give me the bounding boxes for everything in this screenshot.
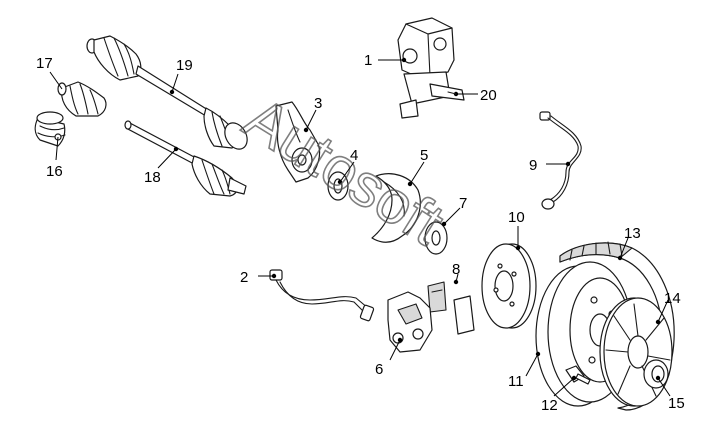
part-20-mounting-bracket [447,91,457,95]
part-2-brake-hose [269,269,375,322]
part-16-boot [34,111,66,147]
callout-6: 6 [375,361,383,378]
part-15-center-cap [643,359,669,389]
callout-3: 3 [314,95,322,112]
callout-19: 19 [176,57,193,74]
part-7-hub [424,221,448,255]
callout-17: 17 [36,55,53,72]
callout-labels: 1 2 3 4 5 6 7 8 9 10 11 12 13 14 15 16 1… [36,52,685,414]
callout-5: 5 [420,147,428,164]
callout-20: 20 [480,87,497,104]
callout-4: 4 [350,147,358,164]
part-8-brake-pads [427,279,475,335]
callout-11: 11 [508,373,524,390]
callout-12: 12 [541,397,558,414]
watermark-text: Autosoft [233,84,455,258]
callout-15: 15 [668,395,685,412]
part-19-drive-shaft-upper [86,35,248,150]
part-1-abs-modulator [397,17,465,119]
callout-1: 1 [364,52,372,69]
part-9-abs-sensor-cable [539,111,582,210]
callout-10: 10 [508,209,525,226]
callout-leaders [49,59,671,397]
callout-7: 7 [459,195,467,212]
part-10-brake-disc [481,243,537,329]
callout-14: 14 [664,290,681,307]
callout-13: 13 [624,225,641,242]
watermark: Autosoft [232,83,456,258]
callout-16: 16 [46,163,63,180]
part-12-wheel-bolt [565,365,591,385]
callout-8: 8 [452,261,460,278]
part-3-steering-knuckle [275,101,321,183]
callout-9: 9 [529,157,537,174]
part-18-drive-shaft-lower [124,120,247,197]
part-5-dust-shield [371,173,421,243]
part-6-brake-caliper [387,291,433,353]
part-4-wheel-bearing [327,171,349,201]
callout-2: 2 [240,269,248,286]
callout-18: 18 [144,169,161,186]
part-17-cv-boot [57,81,107,117]
